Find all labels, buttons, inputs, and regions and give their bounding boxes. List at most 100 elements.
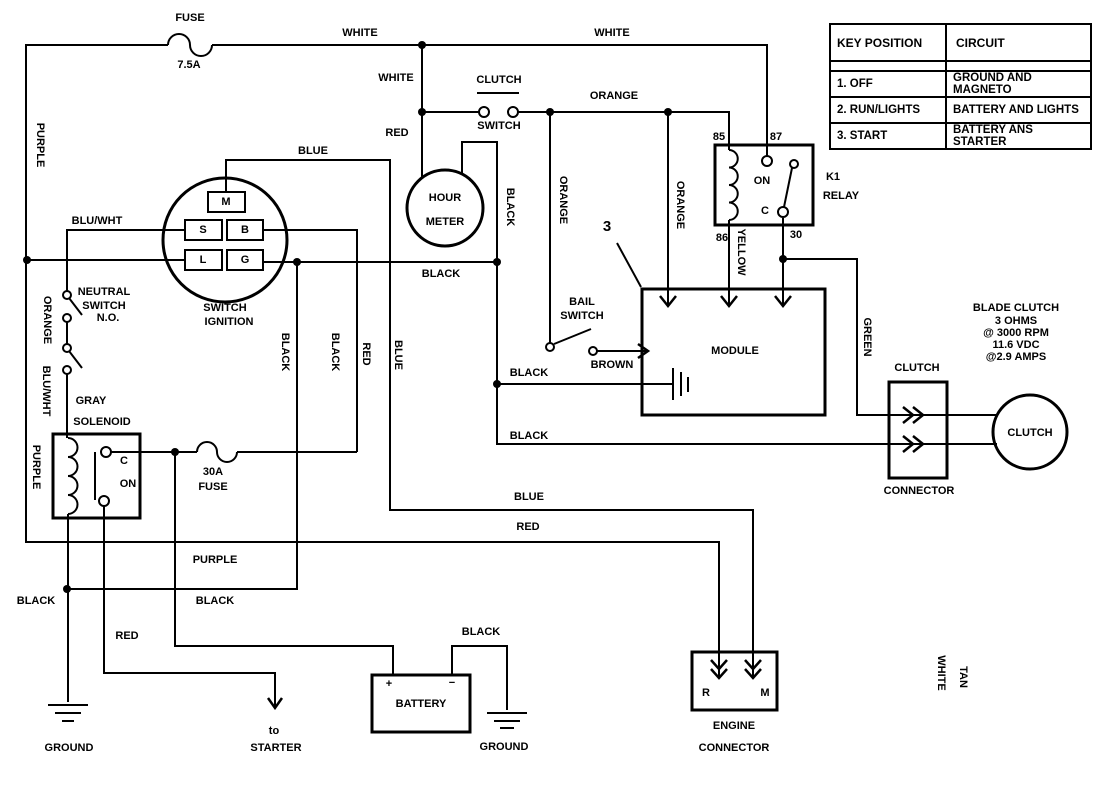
wire-label-bluwht-1: BLU/WHT xyxy=(71,214,123,227)
engine-connector-label-1: ENGINE xyxy=(712,719,756,732)
wire-label-white-1: WHITE xyxy=(342,26,378,39)
wire-label-orange-module: ORANGE xyxy=(674,180,687,230)
key-table-header-2: CIRCUIT xyxy=(945,23,1092,62)
wire-label-bluwht-2: BLU/WHT xyxy=(40,365,53,417)
clutch-connector-chevron-top xyxy=(902,406,924,424)
wire-battery-plus xyxy=(174,452,394,675)
wire-blu-wht xyxy=(66,229,185,291)
key-position-table: KEY POSITION CIRCUIT 1. OFF GROUND AND M… xyxy=(829,23,1092,150)
wire-red-b-terminal xyxy=(263,229,358,452)
wire-label-purple-2: PURPLE xyxy=(30,444,43,490)
relay-coil xyxy=(728,149,739,221)
wire-black-vertical xyxy=(67,262,298,590)
terminal-s: S xyxy=(199,223,207,236)
clutch-switch-contact-left xyxy=(478,106,490,118)
ground-battery-label: GROUND xyxy=(479,740,529,753)
fuse-7a-label: FUSE xyxy=(175,11,205,24)
terminal-g: G xyxy=(240,253,250,266)
wire-label-blue-1: BLUE xyxy=(298,144,328,157)
wire-label-purple-1: PURPLE xyxy=(34,122,47,168)
clutch-label: CLUTCH xyxy=(1007,426,1053,439)
neutral-switch-contact-2 xyxy=(62,313,72,323)
key-table-spacer-1 xyxy=(829,60,947,72)
component-boxes xyxy=(51,143,949,734)
wire-label-black-7: BLACK xyxy=(16,594,56,607)
wire-white-to-87 xyxy=(212,44,768,156)
wire-orange-to-85 xyxy=(518,111,730,150)
neutral-switch-contact-3 xyxy=(62,343,72,353)
ground-symbol-left xyxy=(48,704,88,722)
ignition-switch-label-2: IGNITION xyxy=(204,315,254,328)
fuse-7a-symbol xyxy=(167,33,213,57)
starter-label: STARTER xyxy=(250,741,302,754)
solenoid-box xyxy=(51,432,142,520)
relay-contact-c xyxy=(777,206,789,218)
battery-plus: + xyxy=(385,677,393,690)
relay-name: K1 xyxy=(825,170,841,183)
wire-battery-minus xyxy=(451,645,508,710)
terminal-m: M xyxy=(221,195,231,208)
blade-clutch-note-2: 3 OHMS xyxy=(994,314,1038,327)
neutral-switch-label-2: SWITCH xyxy=(82,299,126,312)
neutral-switch-label-3: N.O. xyxy=(96,311,120,324)
symbols xyxy=(48,92,793,729)
bail-switch-contact-left xyxy=(545,342,555,352)
relay-terminal-85: 85 xyxy=(712,130,726,143)
terminal-b: B xyxy=(241,223,249,236)
bail-switch-label-1: BAIL xyxy=(569,295,595,308)
module-arrow-1 xyxy=(659,295,677,309)
module-arrow-2 xyxy=(720,295,738,309)
engine-connector-m: M xyxy=(760,686,770,699)
wire-label-black-2: BLACK xyxy=(421,267,461,280)
contact-circles xyxy=(62,106,799,507)
clutch-connector-label-1: CLUTCH xyxy=(894,361,940,374)
solenoid-on-label: ON xyxy=(119,477,137,490)
relay-c-label: C xyxy=(761,204,769,217)
hour-meter-label-2: METER xyxy=(425,215,465,228)
solenoid-c-label: C xyxy=(120,454,128,467)
blade-clutch-note-5: @2.9 AMPS xyxy=(985,350,1047,363)
relay-contact-arm xyxy=(783,167,793,208)
wire-label-white-2: WHITE xyxy=(594,26,630,39)
ignition-terminal-boxes xyxy=(184,191,264,271)
relay-contact-on xyxy=(761,155,773,167)
solenoid-coil xyxy=(67,437,79,515)
solenoid-contact-on xyxy=(98,495,110,507)
bail-switch-arm xyxy=(553,328,592,345)
junction-dots xyxy=(23,41,787,593)
clutch-switch-contact-right xyxy=(507,106,519,118)
key-table-spacer-2 xyxy=(945,60,1092,72)
engine-connector-r: R xyxy=(702,686,710,699)
starter-arrow xyxy=(266,697,284,711)
wire-label-black-9: BLACK xyxy=(461,625,501,638)
wire-label-black-8: BLACK xyxy=(195,594,235,607)
wire-label-red-3: RED xyxy=(516,520,540,533)
wire-label-tan: TAN xyxy=(957,666,970,688)
wire-label-red-1: RED xyxy=(385,126,409,139)
key-table-row3-position: 3. START xyxy=(829,122,947,150)
wire-label-red-4: RED xyxy=(115,629,139,642)
wire-label-purple-3: PURPLE xyxy=(192,553,238,566)
relay-contact-pivot xyxy=(789,159,799,169)
engine-connector-label-2: CONNECTOR xyxy=(698,741,770,754)
wire-label-brown: BROWN xyxy=(590,358,634,371)
key-table-row3-circuit: BATTERY ANS STARTER xyxy=(945,122,1092,150)
hour-meter-label-1: HOUR xyxy=(428,191,462,204)
neutral-switch-arms xyxy=(68,297,83,369)
starter-to-label: to xyxy=(268,724,280,737)
relay-terminal-30: 30 xyxy=(789,228,803,241)
module-arrow-3 xyxy=(774,295,792,309)
relay-on-label: ON xyxy=(753,174,771,187)
fuse-30a-rating: 30A xyxy=(202,465,224,478)
callout-3-line xyxy=(616,242,642,288)
wire-label-orange-bail: ORANGE xyxy=(557,175,570,225)
neutral-switch-label-1: NEUTRAL xyxy=(77,285,131,298)
clutch-switch-label-2: SWITCH xyxy=(477,119,521,132)
bail-switch-label-2: SWITCH xyxy=(560,309,604,322)
clutch-connector-label-2: CONNECTOR xyxy=(883,484,955,497)
brown-arrow xyxy=(637,342,651,360)
fuse-30a-label: FUSE xyxy=(198,480,228,493)
wire-label-orange-neutral: ORANGE xyxy=(41,295,54,345)
clutch-switch-label-1: CLUTCH xyxy=(476,73,522,86)
